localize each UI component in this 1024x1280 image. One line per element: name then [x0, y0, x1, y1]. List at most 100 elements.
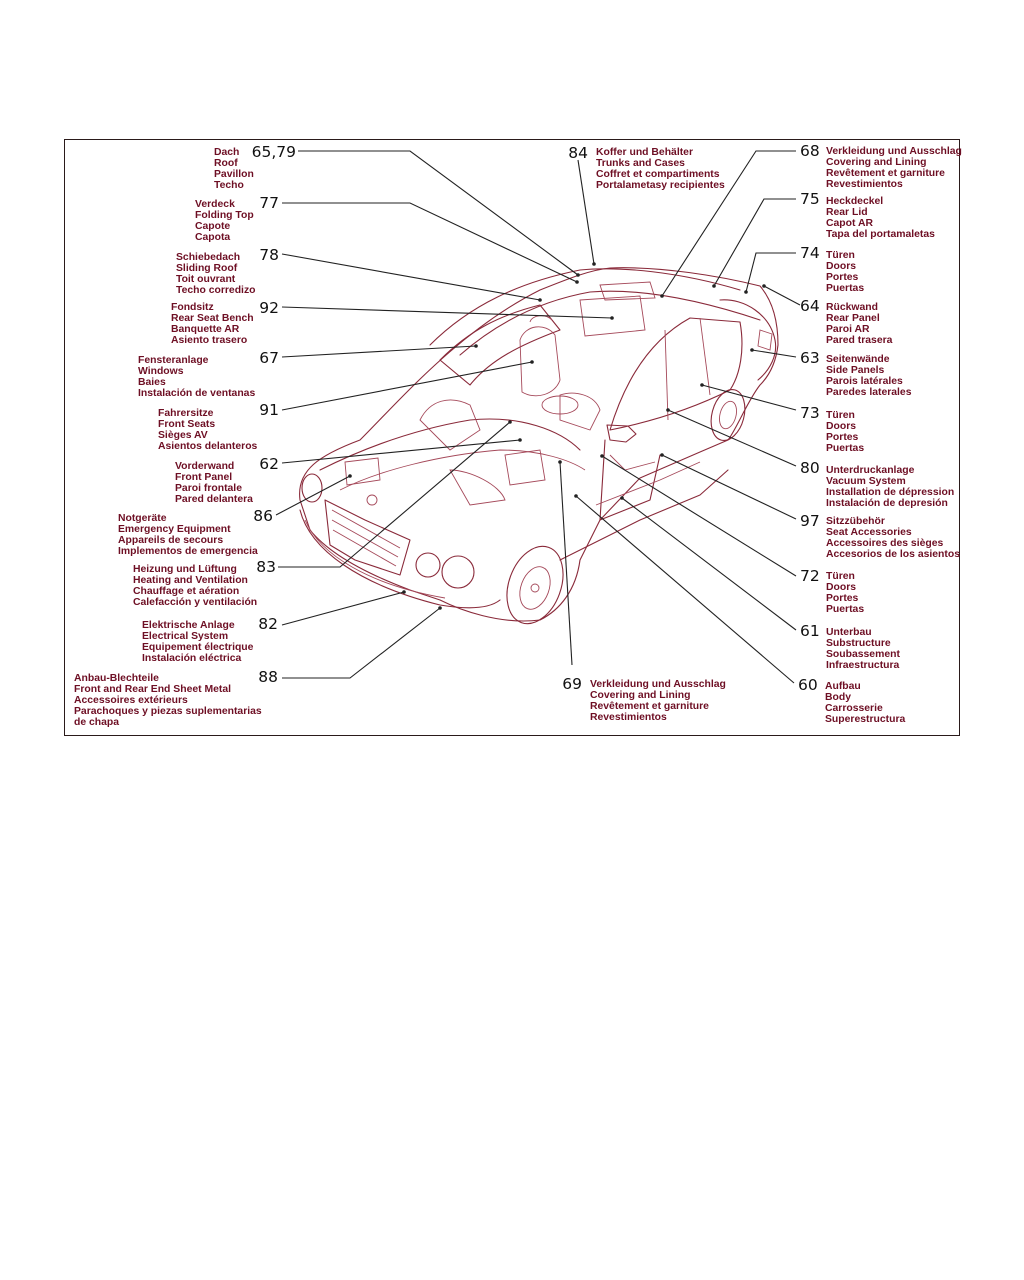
callout-78: 78 Schiebedach Sliding Roof Toit ouvrant… — [176, 246, 279, 296]
label-fr: Accessoires extérieurs — [74, 695, 188, 706]
label-de: Vorderwand — [175, 461, 234, 472]
label-fr: Sièges AV — [158, 430, 208, 441]
callout-75: 75 Heckdeckel Rear Lid Capot AR Tapa del… — [800, 190, 935, 240]
label-es: Implementos de emergencia — [118, 546, 258, 557]
label-es: Instalación de ventanas — [138, 388, 255, 399]
label-en: Roof — [214, 158, 238, 169]
callout-88: 88 Anbau-Blechteile Front and Rear End S… — [74, 668, 278, 728]
label-es: Puertas — [826, 604, 864, 615]
callout-92: 92 Fondsitz Rear Seat Bench Banquette AR… — [171, 299, 279, 346]
label-es: Pared trasera — [826, 335, 893, 346]
label-en: Trunks and Cases — [596, 158, 685, 169]
callout-number: 97 — [800, 512, 820, 530]
callout-number: 65,79 — [252, 143, 296, 161]
label-fr: Revêtement et garniture — [590, 701, 709, 712]
callout-61: 61 Unterbau Substructure Soubassement In… — [800, 622, 900, 671]
callout-77: 77 Verdeck Folding Top Capote Capota — [195, 194, 279, 243]
callout-62: 62 Vorderwand Front Panel Paroi frontale… — [175, 455, 279, 505]
label-de: Schiebedach — [176, 252, 240, 263]
label-en: Electrical System — [142, 631, 228, 642]
label-en: Windows — [138, 366, 184, 377]
label-es: Superestructura — [825, 714, 905, 725]
label-fr: Portes — [826, 593, 859, 604]
label-de: Heckdeckel — [826, 196, 883, 207]
callout-68: 68 Verkleidung und Ausschlag Covering an… — [800, 142, 962, 190]
callout-number: 78 — [259, 246, 279, 264]
label-de: Notgeräte — [118, 513, 167, 524]
label-es-cont: de chapa — [74, 717, 119, 728]
label-de: Aufbau — [825, 681, 861, 692]
label-de: Heizung und Lüftung — [133, 564, 237, 575]
callout-82: 82 Elektrische Anlage Electrical System … — [142, 615, 278, 664]
callout-number: 92 — [259, 299, 279, 317]
label-de: Fondsitz — [171, 302, 214, 313]
label-fr: Portes — [826, 432, 859, 443]
callout-number: 63 — [800, 349, 820, 367]
label-es: Asientos delanteros — [158, 441, 258, 452]
callout-91: 91 Fahrersitze Front Seats Sièges AV Asi… — [158, 401, 279, 452]
label-en: Front Panel — [175, 472, 232, 483]
label-fr: Carrosserie — [825, 703, 883, 714]
label-de: Unterdruckanlage — [826, 465, 915, 476]
label-de: Sitzzübehör — [826, 516, 885, 527]
callout-number: 84 — [568, 144, 588, 162]
callout-64: 64 Rückwand Rear Panel Paroi AR Pared tr… — [800, 297, 893, 346]
diagram-frame — [64, 139, 960, 736]
label-de: Türen — [826, 410, 855, 421]
label-de: Fahrersitze — [158, 408, 214, 419]
callout-number: 75 — [800, 190, 820, 208]
callout-65-79: 65,79 Dach Roof Pavillon Techo — [214, 143, 296, 191]
callout-72: 72 Türen Doors Portes Puertas — [800, 567, 864, 615]
label-de: Fensteranlage — [138, 355, 209, 366]
label-en: Side Panels — [826, 365, 885, 376]
label-de: Rückwand — [826, 302, 878, 313]
callout-number: 86 — [253, 507, 273, 525]
label-es: Puertas — [826, 443, 864, 454]
label-fr: Baies — [138, 377, 166, 388]
label-en: Body — [825, 692, 851, 703]
leader-dots — [348, 262, 766, 610]
label-en: Folding Top — [195, 210, 254, 221]
callout-84: 84 Koffer und Behälter Trunks and Cases … — [568, 144, 725, 191]
label-de: Verdeck — [195, 199, 235, 210]
label-de: Koffer und Behälter — [596, 147, 693, 158]
label-en: Heating and Ventilation — [133, 575, 248, 586]
callout-number: 68 — [800, 142, 820, 160]
label-fr: Parois latérales — [826, 376, 903, 387]
callout-number: 77 — [259, 194, 279, 212]
label-fr: Soubassement — [826, 649, 900, 660]
label-es: Capota — [195, 232, 230, 243]
callout-number: 61 — [800, 622, 820, 640]
label-de: Anbau-Blechteile — [74, 673, 159, 684]
callout-69: 69 Verkleidung und Ausschlag Covering an… — [562, 675, 726, 723]
label-es: Instalación eléctrica — [142, 653, 242, 664]
label-es: Pared delantera — [175, 494, 253, 505]
callout-67: 67 Fensteranlage Windows Baies Instalaci… — [138, 349, 279, 399]
label-de: Verkleidung und Ausschlag — [826, 146, 962, 157]
label-fr: Paroi frontale — [175, 483, 242, 494]
label-es: Revestimientos — [826, 179, 903, 190]
label-es: Paredes laterales — [826, 387, 912, 398]
callout-83: 83 Heizung und Lüftung Heating and Venti… — [133, 558, 276, 608]
callout-number: 60 — [798, 676, 818, 694]
label-es: Revestimientos — [590, 712, 667, 723]
label-en: Covering and Lining — [590, 690, 690, 701]
callout-number: 91 — [259, 401, 279, 419]
label-de: Türen — [826, 250, 855, 261]
label-es: Parachoques y piezas suplementarias — [74, 706, 262, 717]
callout-number: 88 — [258, 668, 278, 686]
car-illustration — [299, 267, 779, 625]
label-fr: Paroi AR — [826, 324, 870, 335]
label-en: Seat Accessories — [826, 527, 912, 538]
label-en: Front and Rear End Sheet Metal — [74, 684, 231, 695]
label-fr: Revêtement et garniture — [826, 168, 945, 179]
label-es: Tapa del portamaletas — [826, 229, 935, 240]
callout-number: 69 — [562, 675, 582, 693]
label-de: Verkleidung und Ausschlag — [590, 679, 726, 690]
label-en: Vacuum System — [826, 476, 906, 487]
label-es: Portalametasy recipientes — [596, 180, 725, 191]
callout-97: 97 Sitzzübehör Seat Accessories Accessoi… — [800, 512, 960, 560]
callout-number: 83 — [256, 558, 276, 576]
label-fr: Capot AR — [826, 218, 873, 229]
label-es: Asiento trasero — [171, 335, 247, 346]
